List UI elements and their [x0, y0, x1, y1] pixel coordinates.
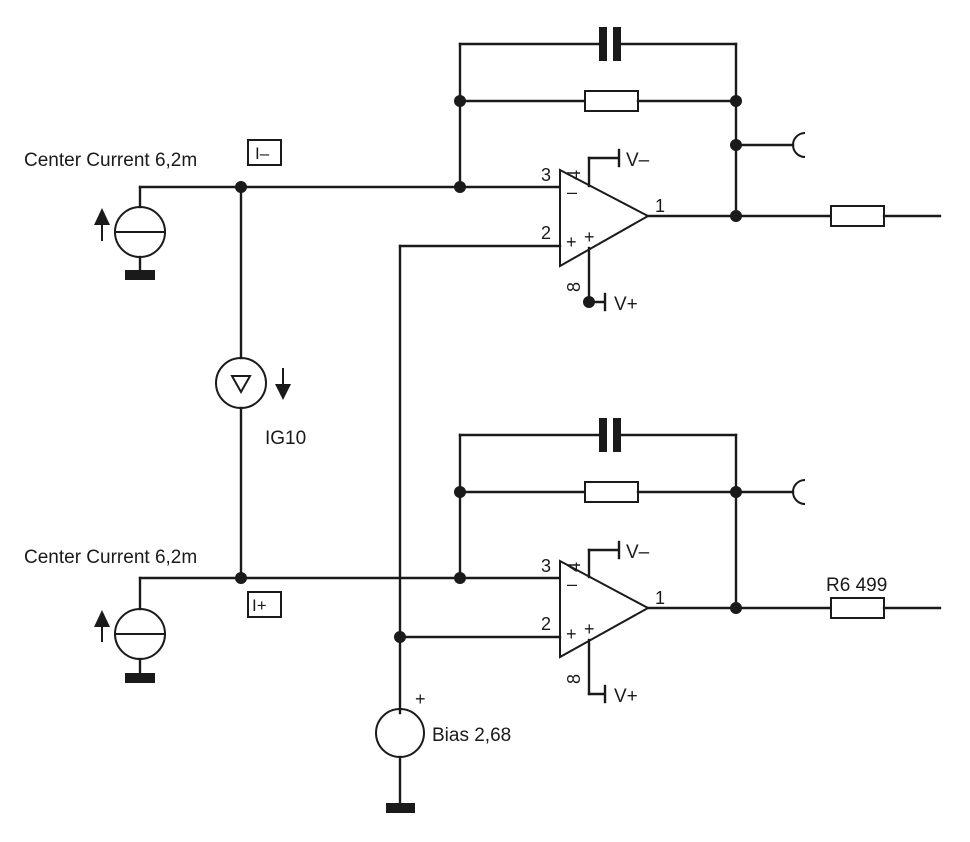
bottom-current-label: Center Current 6,2m: [24, 547, 197, 568]
junction-dot: [454, 95, 466, 107]
probe-i-minus-label: I–: [255, 144, 270, 163]
bias-label: Bias 2,68: [432, 725, 511, 746]
connector-icon: [792, 479, 806, 505]
bias-voltage-source: + Bias 2,68: [375, 689, 511, 813]
junction-dot: [235, 572, 247, 584]
junction-dot: [730, 95, 742, 107]
pin-4-label: 4: [564, 562, 584, 572]
probe-i-minus: I–: [247, 139, 282, 166]
neg-supply-label: V–: [626, 150, 650, 171]
pin-1-label: 1: [655, 588, 665, 608]
opamp-triangle: [559, 168, 651, 268]
pos-supply-label: V+: [614, 686, 638, 707]
bottom-current-source: Center Current 6,2m: [24, 547, 197, 683]
arrow-up-icon: [94, 610, 110, 642]
arrow-down-icon: [275, 368, 291, 400]
top-current-label: Center Current 6,2m: [24, 150, 197, 171]
junction-dot: [730, 486, 742, 498]
output-resistor: [830, 205, 885, 227]
probe-i-plus-label: I+: [252, 596, 267, 615]
pin-1-label: 1: [655, 196, 665, 216]
inverting-sign: –: [567, 182, 577, 202]
connector-icon: [792, 132, 806, 158]
neg-supply-label: V–: [626, 542, 650, 563]
triangle-icon: [230, 375, 252, 395]
probe-i-plus: I+: [247, 591, 282, 618]
ground-icon: [386, 803, 415, 813]
feedback-resistor: [584, 481, 639, 503]
pin-2-label: 2: [541, 614, 551, 634]
pin-3-label: 3: [541, 556, 551, 576]
feedback-resistor: [584, 90, 639, 112]
top-current-source: Center Current 6,2m: [24, 150, 197, 280]
bottom-opamp: R6 499 V– 4 V+ 8 3 2 1 – + +: [541, 540, 942, 707]
top-opamp: V– 4 V+ 8 3 2 1 – + +: [541, 148, 942, 315]
non-inverting-sign: +: [566, 232, 577, 252]
feedback-capacitor-icon: [599, 27, 621, 61]
r6-label: R6 499: [826, 575, 887, 596]
junction-dot: [454, 486, 466, 498]
supply-plus-sign: +: [584, 227, 595, 247]
pos-supply-label: V+: [614, 294, 638, 315]
bottom-stage: Center Current 6,2m I+ R6 49: [24, 418, 942, 813]
pin-3-label: 3: [541, 165, 551, 185]
pin-2-label: 2: [541, 223, 551, 243]
output-resistor-r6: [830, 597, 885, 619]
ground-icon: [125, 270, 155, 280]
ground-icon: [125, 673, 155, 683]
inverting-sign: –: [567, 574, 577, 594]
top-stage: Center Current 6,2m I–: [24, 27, 942, 315]
non-inverting-sign: +: [566, 624, 577, 644]
feedback-capacitor-icon: [599, 418, 621, 452]
pin-4-label: 4: [564, 170, 584, 180]
pin-8-label: 8: [564, 282, 584, 292]
junction-dot: [394, 631, 406, 643]
junction-dot: [730, 139, 742, 151]
middle-current-source: IG10: [215, 357, 306, 449]
pin-8-label: 8: [564, 674, 584, 684]
middle-current-label: IG10: [265, 428, 306, 449]
opamp-triangle: [559, 559, 651, 659]
arrow-up-icon: [94, 208, 110, 241]
supply-plus-sign: +: [584, 619, 595, 639]
bias-plus-sign: +: [415, 689, 426, 709]
